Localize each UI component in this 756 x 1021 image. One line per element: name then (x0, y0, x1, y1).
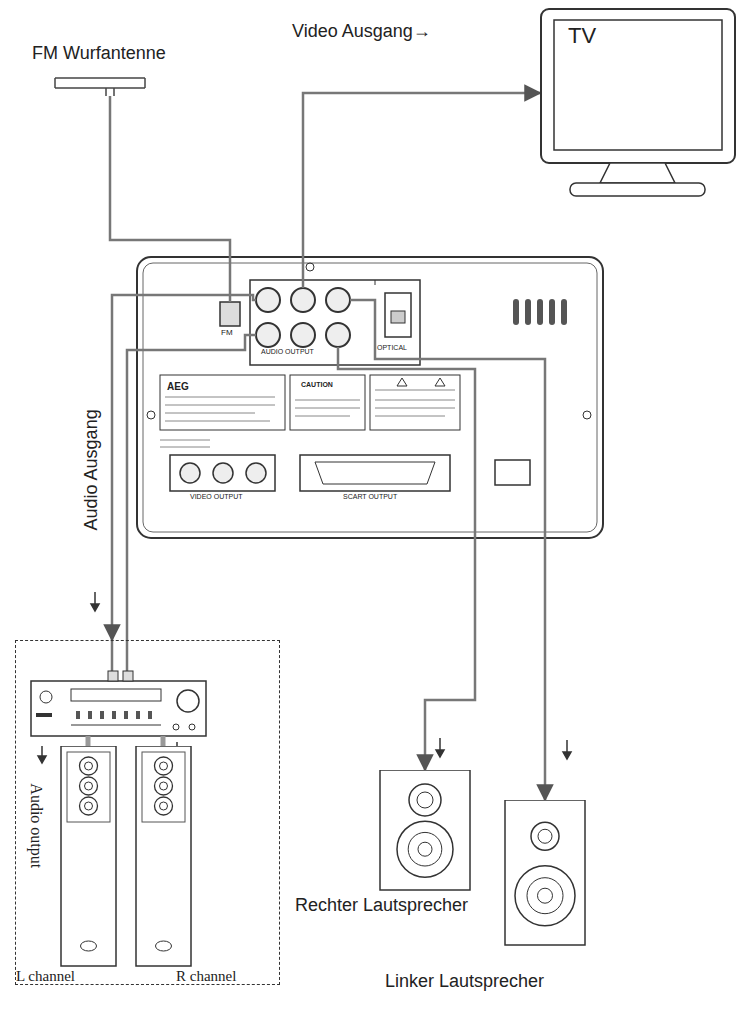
panel-label: AEG (167, 381, 189, 392)
panel-label: FM (221, 329, 233, 338)
speaker-box-drawing (290, 770, 490, 915)
floor-speaker: R channel (131, 746, 251, 986)
audio-cable (112, 350, 135, 680)
speaker-box: Rechter Lautsprecher (290, 770, 490, 915)
panel-label: VIDEO OUTPUT (190, 493, 243, 501)
direction-arrow (38, 592, 571, 763)
node-label: R channel (176, 968, 236, 985)
node-label: L channel (16, 968, 75, 985)
node-label: Audio output (27, 784, 45, 869)
tv-set: TV (540, 8, 740, 198)
rear-panel: FM AUDIO OUTPUT OPTICAL AEG CAUTION VIDEO OUT… (135, 255, 605, 540)
cable-connector (110, 135, 230, 255)
node-label: Linker Lautsprecher (385, 972, 544, 992)
node-label: FM Wurfantenne (32, 44, 166, 64)
panel-label: OPTICAL (377, 344, 407, 352)
floor-speaker-drawing (131, 746, 251, 986)
cable-connector (425, 540, 475, 770)
cable-label: Video Ausgang→ (292, 22, 431, 42)
panel-label: SCART OUTPUT (343, 493, 397, 501)
panel-label: AUDIO OUTPUT (261, 348, 314, 356)
cable-connector (303, 93, 540, 255)
node-label: TV (568, 24, 596, 48)
cable-label: Audio Ausgang (82, 409, 102, 530)
cable-connector (112, 295, 135, 640)
node-label: Rechter Lautsprecher (295, 896, 468, 916)
amplifier-group: L channel R channel Audio output (15, 640, 280, 985)
panel-label: CAUTION (301, 381, 333, 389)
speaker-box: Linker Lautsprecher (380, 800, 600, 1010)
cable-connector (544, 540, 547, 800)
antenna: FM Wurfantenne (28, 40, 198, 135)
